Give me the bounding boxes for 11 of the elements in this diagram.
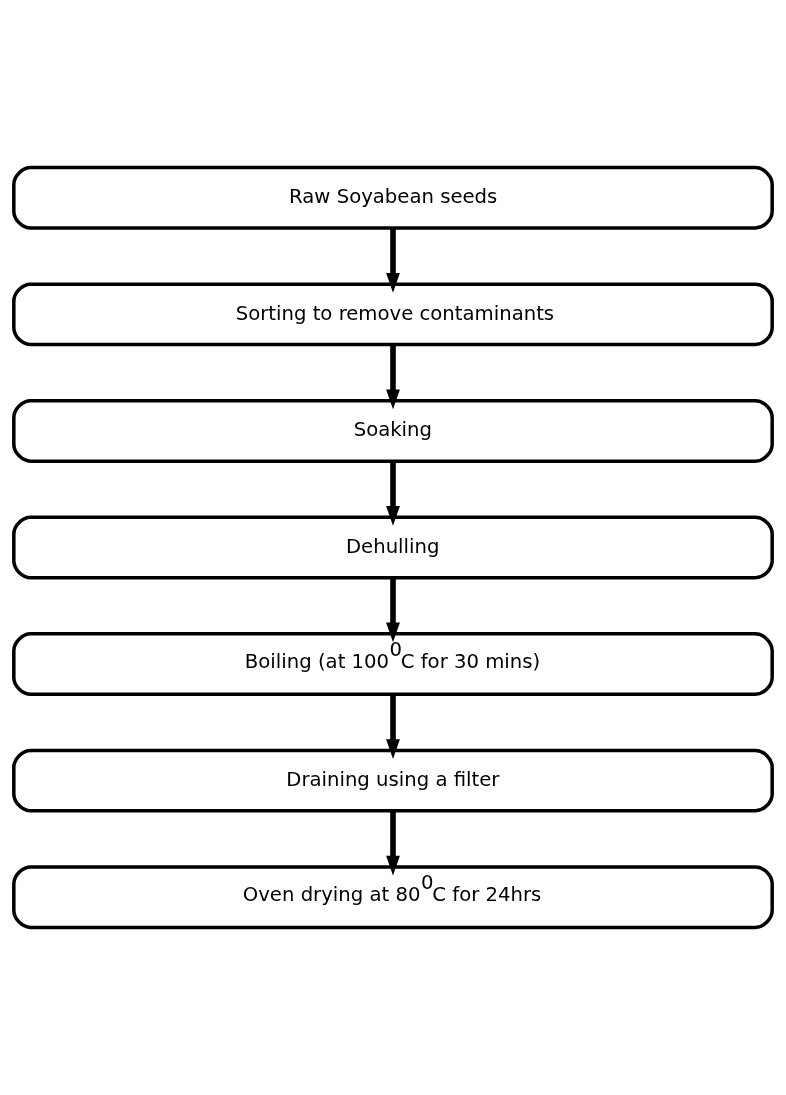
node-box: Dehulling bbox=[12, 515, 774, 580]
node-box: Raw Soyabean seeds bbox=[12, 165, 774, 230]
arrow bbox=[386, 811, 400, 876]
node-box: Sorting to remove contaminants bbox=[12, 282, 774, 347]
arrow bbox=[386, 345, 400, 410]
arrow bbox=[386, 694, 400, 759]
arrow bbox=[386, 578, 400, 643]
arrow bbox=[386, 228, 400, 293]
node-box: Soaking bbox=[12, 399, 774, 463]
arrow bbox=[386, 461, 400, 526]
node-box: Draining using a filter bbox=[12, 748, 774, 813]
